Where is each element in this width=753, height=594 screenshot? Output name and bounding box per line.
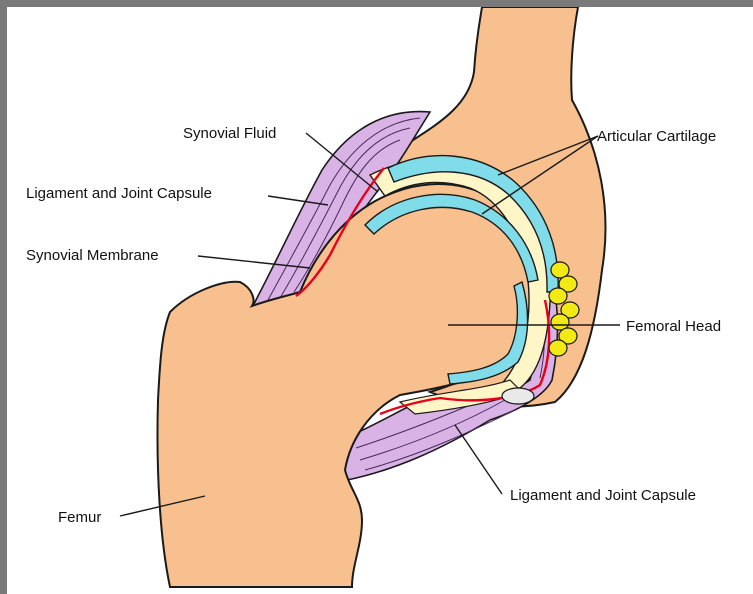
label-articular-cartilage: Articular Cartilage [597, 128, 716, 145]
label-ligament-capsule-lower: Ligament and Joint Capsule [510, 487, 696, 504]
label-femoral-head: Femoral Head [626, 318, 721, 335]
label-femur: Femur [58, 509, 101, 526]
label-synovial-fluid: Synovial Fluid [183, 125, 276, 142]
label-synovial-membrane: Synovial Membrane [26, 247, 159, 264]
hip-joint-diagram: Synovial Fluid Articular Cartilage Ligam… [7, 7, 753, 594]
label-ligament-capsule-upper: Ligament and Joint Capsule [26, 185, 212, 202]
labrum-lower [502, 388, 534, 404]
